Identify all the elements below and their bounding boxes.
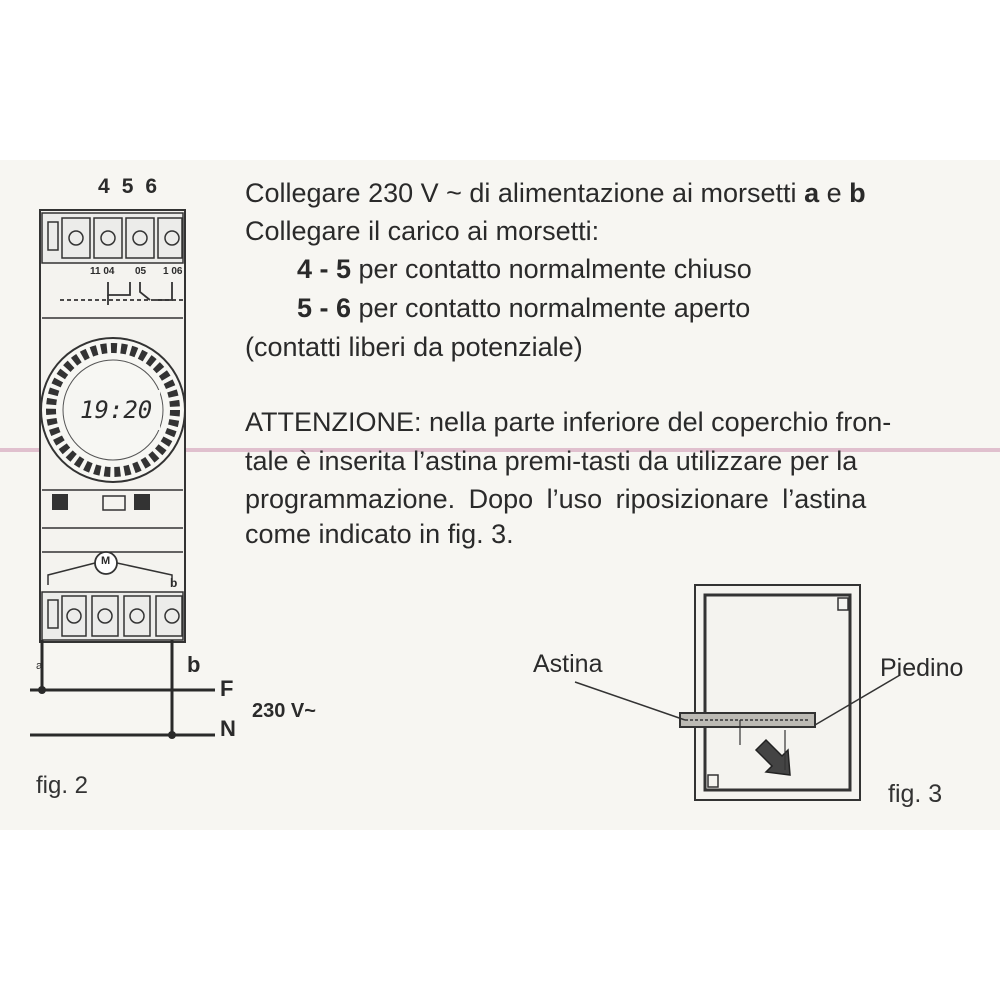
- label-F: F: [220, 676, 234, 701]
- line1-text: Collegare 230 V ~ di alimentazione ai mo…: [245, 178, 805, 208]
- attention-line-4: come indicato in fig. 3.: [245, 519, 514, 549]
- top-terminal-numbers: 456: [98, 175, 169, 199]
- contact-label-05: 05: [135, 266, 147, 277]
- text-line-1: Collegare 230 V ~ di alimentazione ai mo…: [245, 176, 866, 210]
- terminal-a-small: a: [36, 660, 43, 672]
- contact-label-1104: 11 04: [90, 266, 115, 277]
- attention-line-3: programmazione. Dopo l’uso riposizionare…: [245, 484, 867, 514]
- terminals-5-6: 5 - 6: [297, 293, 352, 323]
- attention-line-2: tale è inserita l’astina premi-tasti da …: [245, 446, 858, 476]
- timer-wiring-diagram: [30, 209, 215, 739]
- label-astina: Astina: [533, 650, 603, 678]
- fig3-caption: fig. 3: [888, 780, 943, 808]
- text-line-3: 4 - 5 per contatto normalmente chiuso: [297, 252, 752, 286]
- fig2-caption: fig. 2: [36, 772, 89, 799]
- voltage-label: 230 V~: [252, 700, 316, 722]
- label-piedino: Piedino: [880, 654, 964, 682]
- terminal-6: 6: [145, 175, 170, 198]
- label-N: N: [220, 716, 236, 741]
- terminal-a: a: [804, 178, 820, 208]
- attention-line-1: ATTENZIONE: nella parte inferiore del co…: [245, 407, 892, 437]
- label-b: b: [187, 652, 201, 677]
- no-contact-text: per contatto normalmente aperto: [351, 293, 751, 323]
- scan-artifact-line: [0, 448, 1000, 452]
- terminal-4: 4: [98, 175, 122, 198]
- cover-stick-diagram: [574, 584, 901, 801]
- contact-label-106: 1 06: [163, 266, 183, 277]
- line1-and: e: [819, 178, 850, 208]
- nc-contact-text: per contatto normalmente chiuso: [351, 254, 752, 284]
- terminal-b-small: b: [170, 576, 178, 590]
- motor-label: M: [101, 555, 111, 567]
- clock-display: 19:20: [80, 396, 153, 424]
- text-line-2: Collegare il carico ai morsetti:: [245, 216, 600, 246]
- terminals-4-5: 4 - 5: [297, 254, 352, 284]
- text-line-5: (contatti liberi da potenziale): [245, 332, 583, 362]
- terminal-5: 5: [121, 175, 146, 198]
- terminal-b: b: [849, 178, 866, 208]
- text-line-4: 5 - 6 per contatto normalmente aperto: [297, 291, 750, 325]
